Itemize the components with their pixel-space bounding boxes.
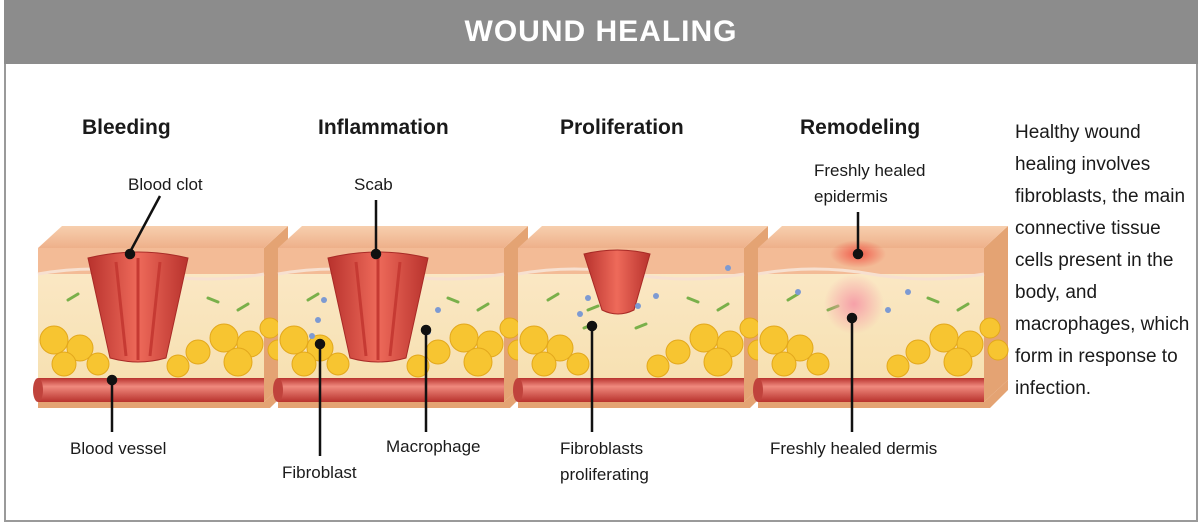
bleeding-block [31,224,290,410]
inflammation-block [271,224,530,410]
page-title: WOUND HEALING [464,15,738,48]
label-blood-clot: Blood clot [128,175,203,194]
label-fibroblast: Fibroblast [282,463,357,482]
stage-title-inflammation: Inflammation [318,116,449,139]
label-blood-vessel: Blood vessel [70,439,167,458]
label-freshly-healed-dermis: Freshly healed dermis [770,439,938,458]
label-fibroblasts-proliferating: Fibroblasts proliferating [560,439,649,484]
label-scab: Scab [354,175,393,194]
title-banner: WOUND HEALING [4,0,1198,64]
label-freshly-healed-epidermis: Freshly healed epidermis [814,161,926,206]
label-macrophage: Macrophage [386,437,481,456]
stage-title-remodeling: Remodeling [800,116,921,139]
stage-title-proliferation: Proliferation [560,116,684,139]
stage-title-bleeding: Bleeding [82,116,171,139]
proliferation-block [511,224,770,410]
remodeling-block [751,224,1010,410]
description-text: Healthy wound healing involves fibroblas… [1015,122,1190,399]
